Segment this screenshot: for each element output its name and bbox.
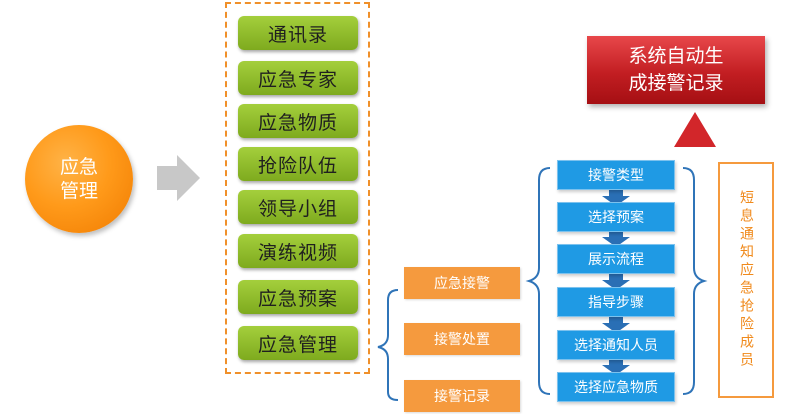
sub-item-handle-alarm[interactable]: 接警处置 bbox=[404, 323, 520, 355]
menu-item-management[interactable]: 应急管理 bbox=[238, 326, 358, 360]
gray-right-arrow-icon bbox=[157, 155, 200, 201]
step-show-process[interactable]: 展示流程 bbox=[557, 244, 675, 274]
brace-steps-right-icon bbox=[682, 167, 708, 395]
menu-item-experts[interactable]: 应急专家 bbox=[238, 61, 358, 95]
menu-item-drill-video[interactable]: 演练视频 bbox=[238, 234, 358, 268]
brace-left-icon bbox=[377, 289, 399, 401]
menu-item-leaders[interactable]: 领导小组 bbox=[238, 190, 358, 224]
menu-item-contacts[interactable]: 通讯录 bbox=[238, 16, 358, 50]
sub-item-receive-alarm[interactable]: 应急接警 bbox=[404, 267, 520, 299]
down-arrow-icon bbox=[602, 274, 630, 290]
menu-item-rescue-team[interactable]: 抢险队伍 bbox=[238, 147, 358, 181]
sub-item-alarm-record[interactable]: 接警记录 bbox=[404, 380, 520, 412]
step-guide-steps[interactable]: 指导步骤 bbox=[557, 287, 675, 317]
step-select-plan[interactable]: 选择预案 bbox=[557, 202, 675, 232]
menu-item-supplies[interactable]: 应急物质 bbox=[238, 104, 358, 138]
step-alarm-type[interactable]: 接警类型 bbox=[557, 160, 675, 190]
step-select-notify[interactable]: 选择通知人员 bbox=[557, 330, 675, 360]
auto-record-label: 系统自动生 成接警记录 bbox=[628, 45, 724, 94]
down-arrow-icon bbox=[602, 359, 630, 375]
notify-members-label: 短息通知应急抢险成员 bbox=[738, 190, 754, 370]
step-select-supplies[interactable]: 选择应急物质 bbox=[557, 372, 675, 402]
brace-steps-left-icon bbox=[525, 167, 551, 395]
auto-record-box: 系统自动生 成接警记录 bbox=[587, 36, 765, 104]
notify-members-box: 短息通知应急抢险成员 bbox=[718, 162, 774, 398]
menu-item-plans[interactable]: 应急预案 bbox=[238, 280, 358, 314]
down-arrow-icon bbox=[602, 190, 630, 206]
center-node-label: 应急 管理 bbox=[59, 156, 98, 202]
down-arrow-icon bbox=[602, 317, 630, 333]
menu-frame bbox=[225, 2, 370, 374]
emergency-management-node[interactable]: 应急 管理 bbox=[25, 125, 133, 233]
down-arrow-icon bbox=[602, 231, 630, 247]
red-up-arrow-icon bbox=[674, 112, 716, 147]
